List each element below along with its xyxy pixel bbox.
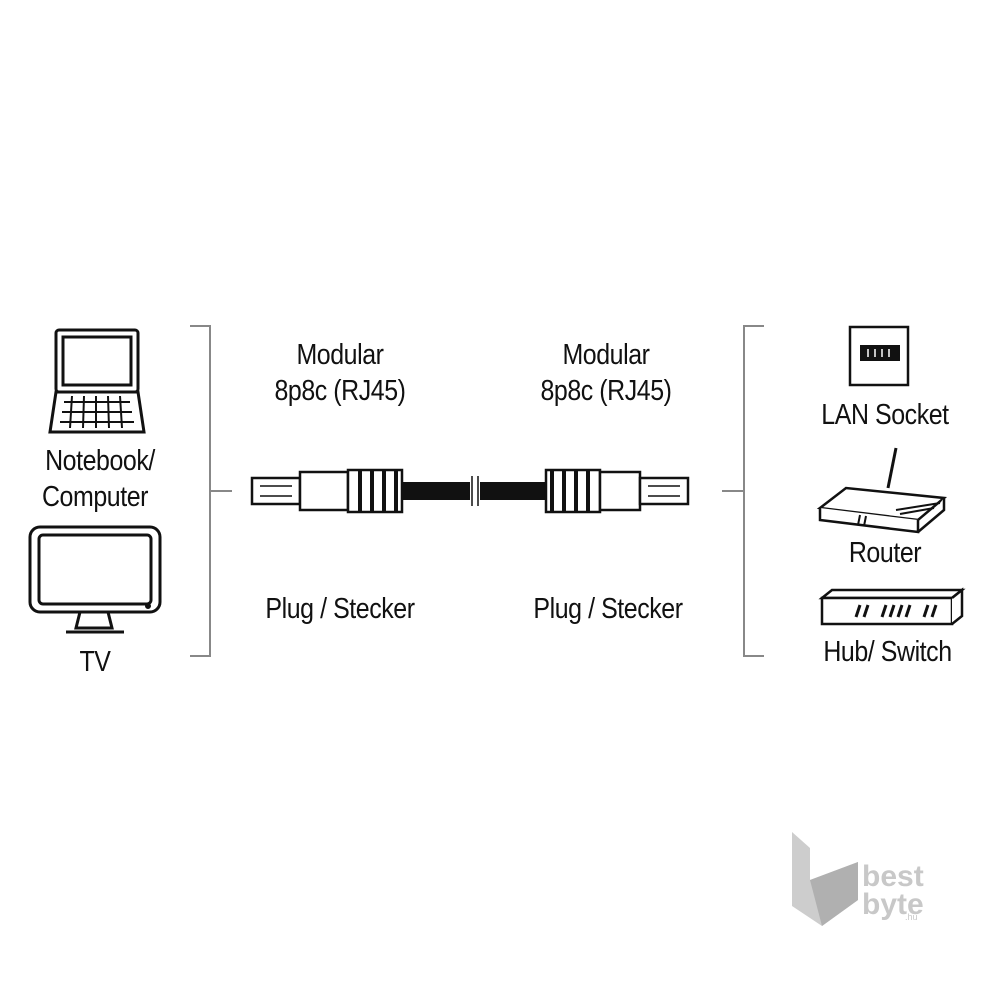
router-icon xyxy=(816,447,948,534)
bestbyte-logo-icon: best byte .hu xyxy=(792,832,924,926)
right-connector-gender: Plug / Stecker xyxy=(533,593,683,625)
computer-label-line-2: Computer xyxy=(41,481,149,513)
right-bracket xyxy=(722,325,764,657)
left-connector-type-line-2: 8p8c (RJ45) xyxy=(274,375,406,407)
tv-label: TV xyxy=(79,646,111,678)
lan-socket-label: LAN Socket xyxy=(821,399,949,431)
left-bracket xyxy=(190,325,232,657)
hub-switch-icon xyxy=(818,587,966,626)
logo-line-1: best xyxy=(862,860,924,893)
computer-label-line-1: Notebook/ xyxy=(45,445,155,477)
right-rj45-plug-icon xyxy=(544,468,690,514)
right-connector-type-line-1: Modular xyxy=(562,339,650,371)
right-connector-type-line-2: 8p8c (RJ45) xyxy=(540,375,672,407)
router-label: Router xyxy=(848,537,922,569)
left-connector-type-line-1: Modular xyxy=(296,339,384,371)
logo-line-2: byte xyxy=(862,888,924,921)
laptop-icon xyxy=(48,328,146,434)
left-rj45-plug-icon xyxy=(250,468,404,514)
cable xyxy=(402,476,548,506)
hub-switch-label: Hub/ Switch xyxy=(823,636,952,668)
logo-suffix: .hu xyxy=(905,912,918,922)
lan-socket-icon xyxy=(848,325,910,387)
tv-icon xyxy=(28,525,162,634)
left-connector-gender: Plug / Stecker xyxy=(265,593,415,625)
